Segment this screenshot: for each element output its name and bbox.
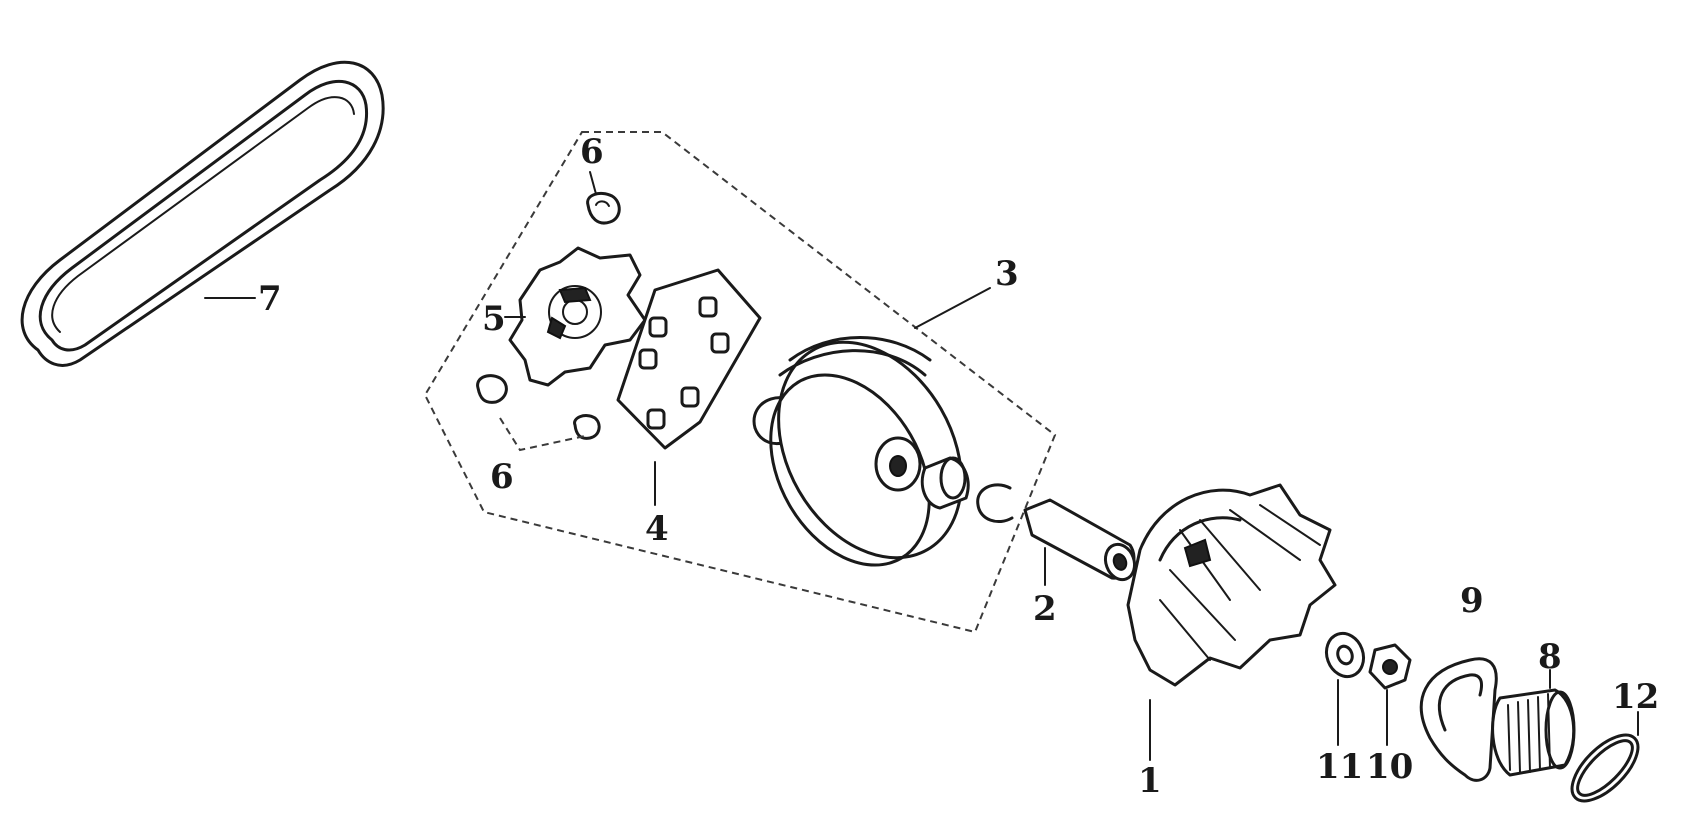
collar-sleeve: [1023, 498, 1137, 582]
leader-3: [914, 287, 991, 329]
group-outline: [423, 131, 1057, 634]
retaining-band: [1419, 657, 1498, 782]
variator-plate: [616, 268, 762, 450]
label-part-6-top: 6: [580, 132, 604, 172]
slider-piece-top: [586, 191, 621, 225]
washer: [1324, 631, 1366, 679]
slider-piece-bottom: [476, 374, 601, 440]
leader-6-bottom: [499, 417, 586, 452]
drive-belt: [20, 60, 385, 367]
leader-6-top: [589, 171, 597, 195]
label-part-2: 2: [1033, 589, 1057, 629]
label-part-4: 4: [645, 509, 669, 549]
c-clip-right: [976, 483, 1014, 523]
label-part-1: 1: [1138, 761, 1162, 801]
label-part-7: 7: [258, 279, 282, 319]
c-clip-left: [752, 396, 792, 445]
o-ring: [1570, 733, 1640, 803]
label-part-3: 3: [995, 254, 1019, 294]
splined-gear: [1491, 688, 1576, 777]
bush-sleeve: [920, 456, 970, 510]
label-part-12: 12: [1612, 677, 1659, 717]
fan-drive-face: [1126, 483, 1337, 687]
label-part-11: 11: [1316, 747, 1363, 787]
label-part-10: 10: [1366, 747, 1413, 787]
label-part-5: 5: [482, 299, 506, 339]
label-part-8: 8: [1538, 637, 1562, 677]
drive-face: [769, 336, 963, 567]
nut: [1368, 643, 1412, 690]
ramp-plate: [508, 246, 647, 387]
label-part-6-bottom: 6: [490, 457, 514, 497]
label-part-9: 9: [1460, 581, 1484, 621]
